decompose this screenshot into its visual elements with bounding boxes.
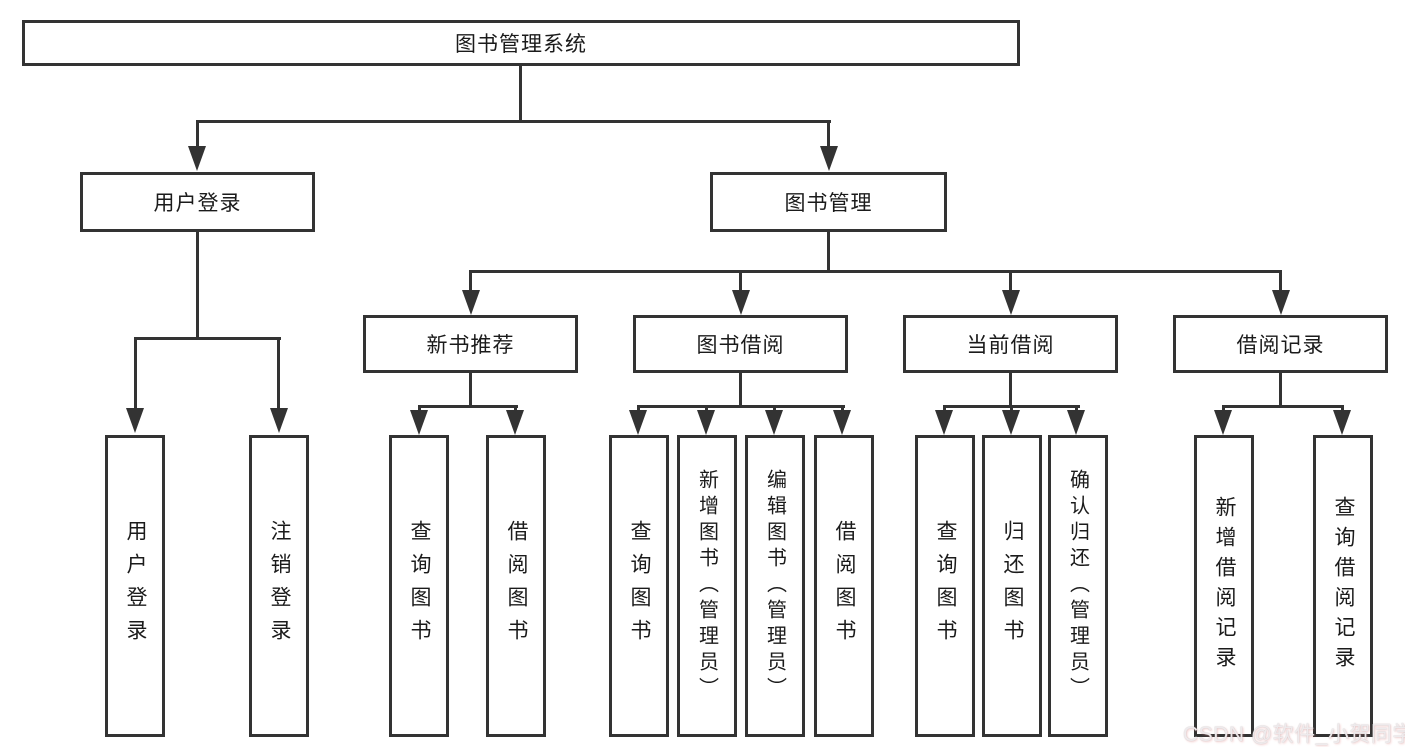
connector-drop (1279, 270, 1282, 292)
node-edit-books-admin: 编辑图书（管理员） (745, 435, 805, 737)
connector-level3-rail (469, 270, 1282, 273)
connector-group-stem (739, 373, 742, 405)
node-library-management-system: 图书管理系统 (22, 20, 1020, 66)
arrow-down-icon (765, 410, 783, 435)
connector-root-stem (519, 66, 522, 120)
node-query-books: 查询图书 (915, 435, 975, 737)
node-logout: 注销登录 (249, 435, 309, 737)
node-current-borrowing: 当前借阅 (903, 315, 1118, 373)
connector-group-rail (418, 405, 518, 408)
arrow-down-icon (833, 410, 851, 435)
node-confirm-return-admin: 确认归还（管理员） (1048, 435, 1108, 737)
connector-group-stem (1009, 373, 1012, 405)
arrow-down-icon (697, 410, 715, 435)
node-query-borrow-record: 查询借阅记录 (1313, 435, 1373, 737)
connector-drop (469, 270, 472, 292)
arrow-down-icon (1333, 410, 1351, 435)
node-borrow-books: 借阅图书 (486, 435, 546, 737)
connector-group-stem (469, 373, 472, 405)
node-book-management: 图书管理 (710, 172, 947, 232)
arrow-down-icon (820, 146, 838, 171)
node-add-borrow-record: 新增借阅记录 (1194, 435, 1254, 737)
connector-group-stem (1279, 373, 1282, 405)
node-return-books: 归还图书 (982, 435, 1042, 737)
connector-drop (1222, 405, 1225, 413)
connector-drop (1009, 270, 1012, 292)
connector-level2-rail (196, 120, 831, 123)
connector-user-login-stem (196, 232, 199, 337)
connector-drop (134, 337, 137, 410)
connector-user-login-rail (134, 337, 281, 340)
connector-book-mgmt-drop (827, 120, 830, 148)
connector-drop (1010, 405, 1013, 413)
connector-book-mgmt-stem (827, 232, 830, 270)
connector-user-login-drop (196, 120, 199, 148)
arrow-down-icon (506, 410, 524, 435)
connector-drop (514, 405, 517, 413)
arrow-down-icon (188, 146, 206, 171)
arrow-down-icon (629, 410, 647, 435)
node-book-borrowing: 图书借阅 (633, 315, 848, 373)
node-query-books: 查询图书 (609, 435, 669, 737)
node-add-books-admin: 新增图书（管理员） (677, 435, 737, 737)
arrow-down-icon (1067, 410, 1085, 435)
arrow-down-icon (410, 410, 428, 435)
connector-drop (739, 270, 742, 292)
csdn-watermark: CSDN @软件_小贺同学 (1183, 723, 1405, 746)
connector-drop (1075, 405, 1078, 413)
arrow-down-icon (126, 408, 144, 433)
connector-drop (277, 337, 280, 410)
connector-drop (943, 405, 946, 413)
connector-drop (841, 405, 844, 413)
node-query-books: 查询图书 (389, 435, 449, 737)
connector-drop (1341, 405, 1344, 413)
arrow-down-icon (935, 410, 953, 435)
arrow-down-icon (1002, 410, 1020, 435)
arrow-down-icon (732, 290, 750, 315)
node-borrow-books: 借阅图书 (814, 435, 874, 737)
connector-drop (637, 405, 640, 413)
node-borrowing-records: 借阅记录 (1173, 315, 1388, 373)
node-user-login: 用户登录 (80, 172, 315, 232)
connector-group-rail (637, 405, 845, 408)
connector-group-rail (1222, 405, 1344, 408)
connector-drop (418, 405, 421, 413)
connector-drop (773, 405, 776, 413)
connector-drop (705, 405, 708, 413)
arrow-down-icon (1214, 410, 1232, 435)
arrow-down-icon (270, 408, 288, 433)
arrow-down-icon (462, 290, 480, 315)
arrow-down-icon (1002, 290, 1020, 315)
node-new-book-recommendation: 新书推荐 (363, 315, 578, 373)
arrow-down-icon (1272, 290, 1290, 315)
node-user-login-leaf: 用户登录 (105, 435, 165, 737)
